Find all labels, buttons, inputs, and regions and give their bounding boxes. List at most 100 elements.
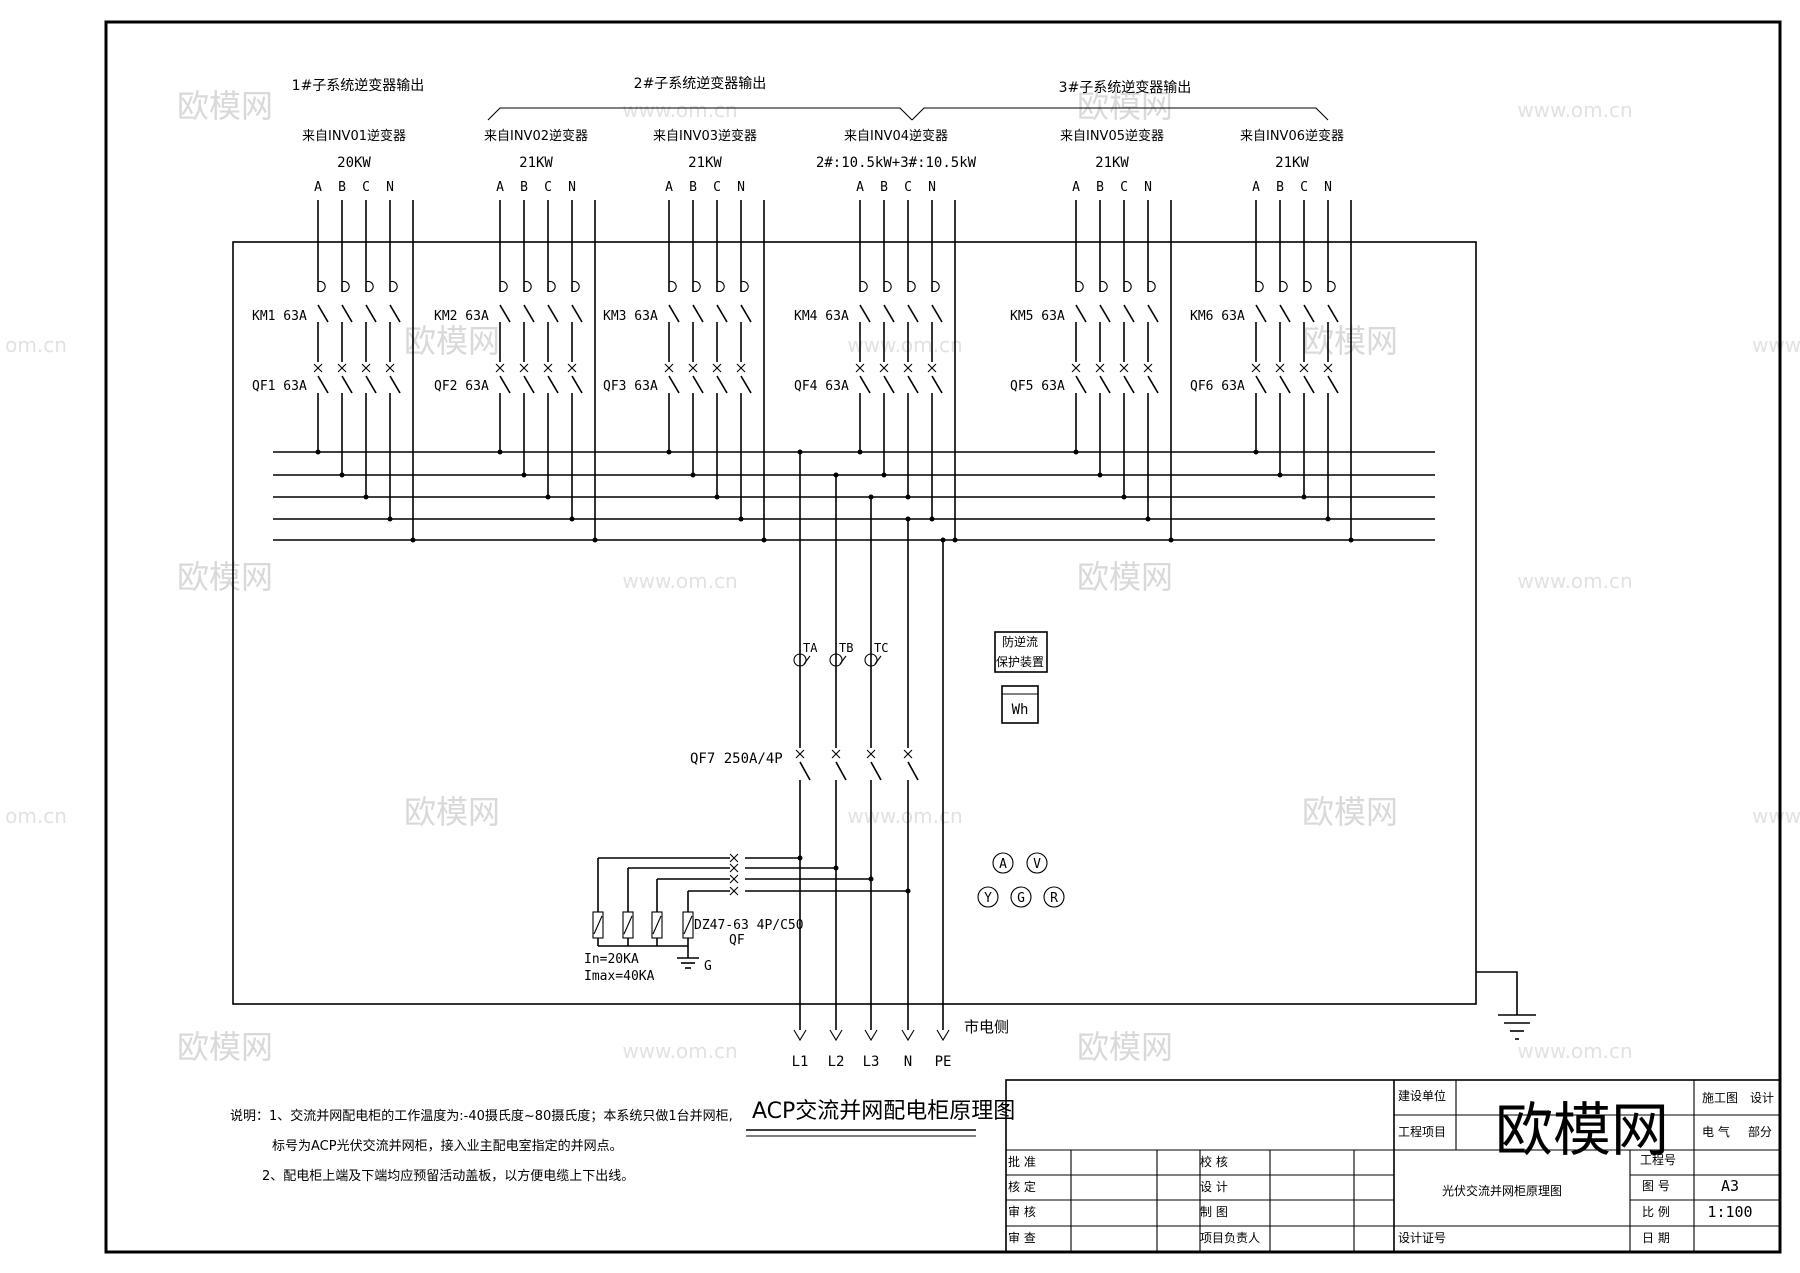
watermark-url: www.om.cn — [622, 1039, 737, 1063]
tb-date: 日 期 — [1642, 1231, 1670, 1245]
inverter-source-2: 来自INV02逆变器 — [484, 128, 588, 144]
indicator-lamp — [977, 886, 999, 908]
watermark-url: om.cn — [5, 333, 67, 357]
contactor-head — [389, 280, 398, 293]
output-arrow — [901, 1029, 915, 1042]
contactor-head — [859, 280, 868, 293]
contactor-label-6: KM6 63A — [1190, 309, 1245, 324]
group-bracket-3 — [911, 107, 1329, 121]
group-title-2: 2#子系统逆变器输出 — [634, 76, 767, 92]
tb-discipline2: 部分 — [1748, 1124, 1772, 1139]
phase-label: B — [1096, 180, 1104, 195]
breaker-cross — [831, 749, 841, 759]
junction-dot — [738, 516, 744, 522]
junction-dot — [761, 537, 767, 543]
indicator-lamp — [1010, 886, 1032, 908]
watermark-url: www.om.cn — [622, 98, 737, 122]
breaker-blade — [1303, 375, 1315, 394]
watermark-text: 欧模网 — [1302, 322, 1398, 360]
junction-dot — [952, 537, 958, 543]
contactor-head — [523, 280, 532, 293]
junction-dot — [1097, 472, 1103, 478]
inverter-source-5: 来自INV05逆变器 — [1060, 128, 1164, 144]
tb-scale: 比 例 — [1642, 1205, 1670, 1219]
breaker-blade — [870, 761, 882, 781]
phase-label: N — [928, 180, 936, 195]
contactor-blade — [523, 304, 535, 323]
breaker-cross — [1071, 363, 1081, 373]
breaker-label-5: QF5 63A — [1010, 379, 1065, 394]
junction-dot — [363, 494, 369, 500]
breaker-label-4: QF4 63A — [794, 379, 849, 394]
contactor-blade — [1099, 304, 1111, 323]
contactor-blade — [499, 304, 511, 323]
drawing-frame — [104, 20, 1782, 1254]
breaker-blade — [499, 375, 511, 394]
breaker-cross — [927, 363, 937, 373]
diagram-title: ACP交流并网配电柜原理图 — [752, 1099, 1015, 1124]
breaker-blade — [907, 761, 919, 781]
breaker-cross — [1323, 363, 1333, 373]
watermark-url: www.om.cn — [622, 569, 737, 593]
contactor-head — [1099, 280, 1108, 293]
contactor-head — [907, 280, 916, 293]
watermark-url: www.om.cn — [847, 804, 962, 828]
phase-label: N — [568, 180, 576, 195]
breaker-cross — [313, 363, 323, 373]
contactor-blade — [1255, 304, 1267, 323]
tb-build-unit: 建设单位 — [1398, 1088, 1446, 1103]
phase-label: B — [520, 180, 528, 195]
breaker-cross — [361, 363, 371, 373]
phase-label: A — [665, 180, 673, 195]
breaker-cross — [855, 363, 865, 373]
breaker-cross — [879, 363, 889, 373]
contactor-blade — [341, 304, 353, 323]
phase-label: N — [1324, 180, 1332, 195]
watermark-text: 欧模网 — [404, 793, 500, 831]
ct-mark — [874, 655, 882, 665]
breaker-cross — [495, 363, 505, 373]
tb-discipline1: 电 气 — [1702, 1124, 1730, 1139]
contactor-blade — [571, 304, 583, 323]
watermark-text: 欧模网 — [1077, 558, 1173, 596]
anti-backflow-line2: 保护装置 — [996, 655, 1044, 669]
output-label-N: N — [904, 1054, 912, 1070]
contactor-head — [1075, 280, 1084, 293]
phase-label: C — [544, 180, 552, 195]
contactor-head — [1303, 280, 1312, 293]
breaker-cross — [795, 749, 805, 759]
junction-dot — [1253, 449, 1259, 455]
energy-meter-label: Wh — [1012, 702, 1029, 718]
breaker-cross — [712, 363, 722, 373]
tb-row2-b: 设 计 — [1200, 1180, 1228, 1194]
contactor-blade — [389, 304, 401, 323]
indicator-label-G: G — [1017, 891, 1025, 906]
watermark-text: 欧模网 — [1077, 87, 1173, 125]
breaker-blade — [931, 375, 943, 394]
breaker-blade — [365, 375, 377, 394]
junction-dot — [592, 537, 598, 543]
tb-sheet-no: 图 号 — [1642, 1179, 1670, 1193]
contactor-blade — [317, 304, 329, 323]
spd-qf-cross — [729, 886, 739, 896]
contactor-head — [1327, 280, 1336, 293]
arrester-mark — [623, 915, 633, 935]
output-label-L1: L1 — [792, 1054, 809, 1070]
current-transformer — [864, 653, 878, 667]
contactor-head — [365, 280, 374, 293]
watermark-text: 欧模网 — [177, 1028, 273, 1066]
tb-project: 工程项目 — [1398, 1124, 1446, 1139]
breaker-cross — [1143, 363, 1153, 373]
contactor-label-1: KM1 63A — [252, 309, 307, 324]
indicator-lamp — [1026, 852, 1048, 874]
breaker-cross — [903, 749, 913, 759]
breaker-cross — [337, 363, 347, 373]
note-line-2: 标号为ACP光伏交流并网柜，接入业主配电室指定的并网点。 — [272, 1138, 623, 1154]
contactor-head — [668, 280, 677, 293]
contactor-label-5: KM5 63A — [1010, 309, 1065, 324]
breaker-blade — [799, 761, 811, 781]
tb-row3-a: 审 核 — [1008, 1204, 1036, 1219]
breaker-blade — [317, 375, 329, 394]
